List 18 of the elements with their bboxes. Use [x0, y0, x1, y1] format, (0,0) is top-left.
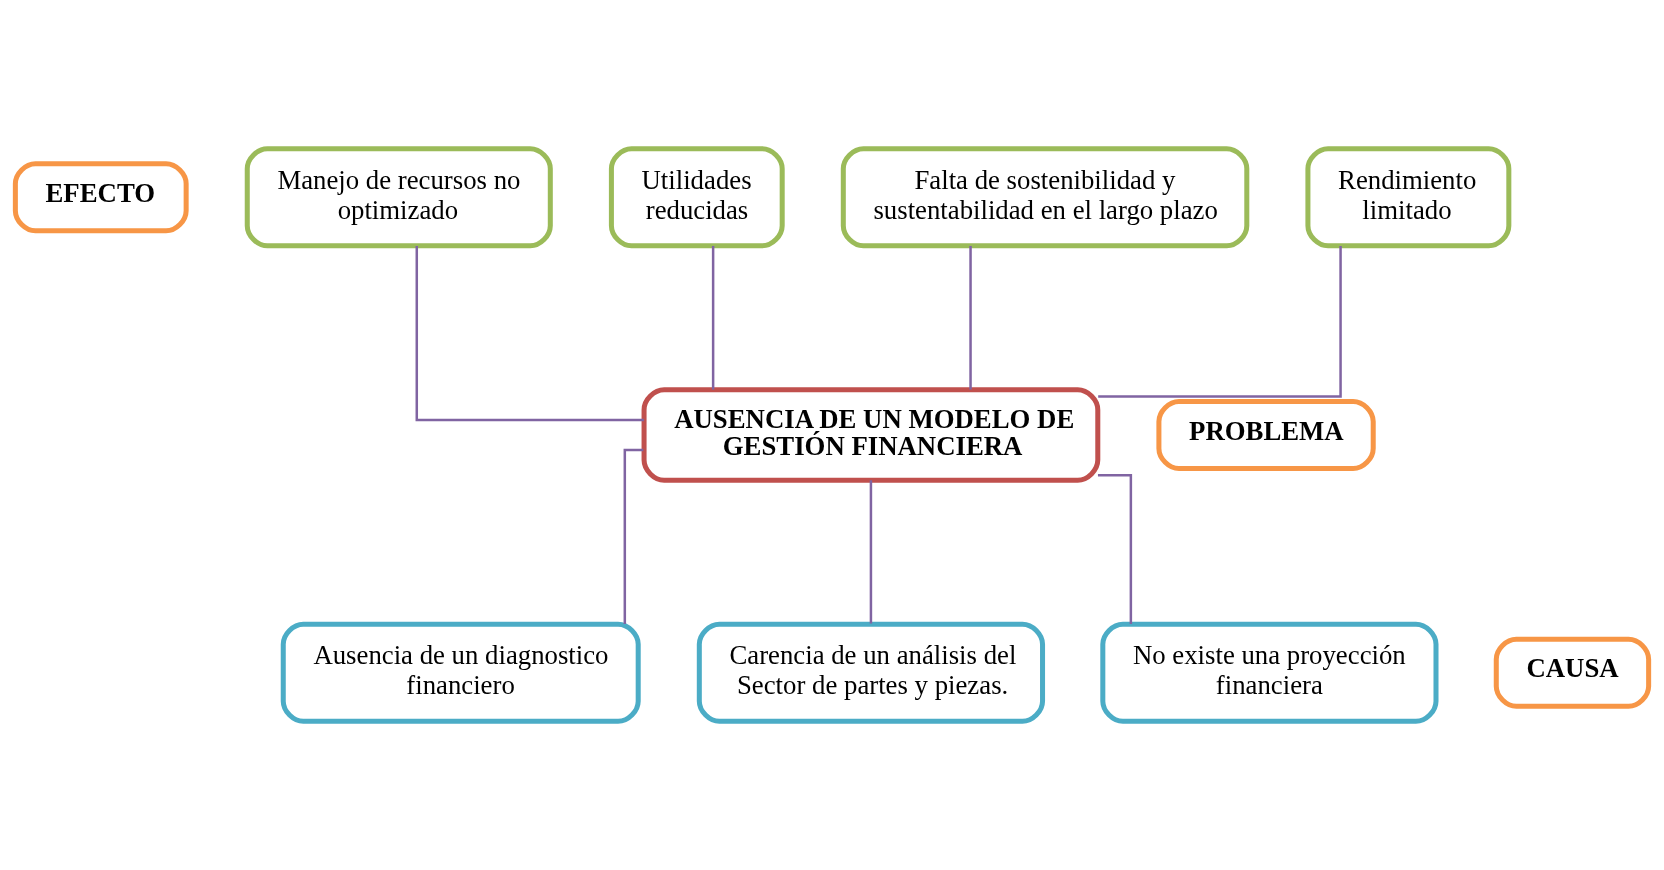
node-box: AUSENCIA DE UN MODELO DE GESTIÓN FINANCIERA — [641, 387, 1101, 483]
connector — [623, 448, 644, 624]
connector — [1098, 246, 1342, 398]
node-box: CAUSA — [1493, 636, 1652, 709]
node-box: PROBLEMA — [1156, 399, 1376, 471]
node-box: Rendimiento limitado — [1305, 146, 1512, 249]
connector — [415, 246, 644, 422]
node-box: Carencia de un análisis del Sector de partes y piezas. — [696, 621, 1046, 724]
node-box: Utilidades reducidas — [608, 146, 785, 249]
connector — [869, 480, 873, 624]
node-box: EFECTO — [12, 161, 189, 234]
connector — [1097, 473, 1133, 624]
node-box: Ausencia de un diagnostico financiero — [280, 621, 641, 724]
node-box: Falta de sostenibilidad y sustentabilidad en el largo plazo — [840, 146, 1250, 249]
connector — [711, 245, 715, 390]
node-box: Manejo de recursos no optimizado — [244, 146, 553, 249]
connector — [969, 245, 972, 390]
node-box: No existe una proyección financiera — [1100, 621, 1439, 724]
